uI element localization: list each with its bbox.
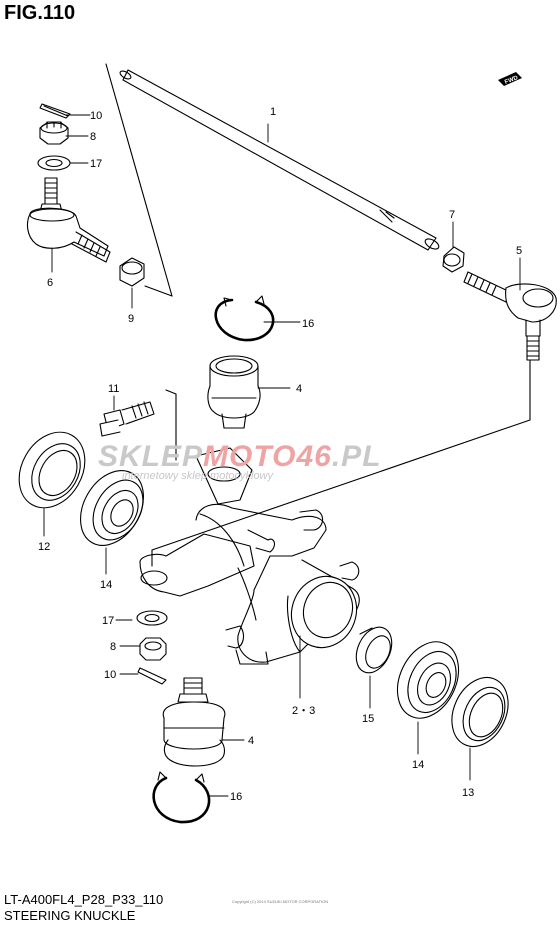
circlip-lower — [152, 771, 211, 824]
steering-knuckle — [139, 447, 360, 665]
watermark-highlight: MOTO46 — [203, 440, 332, 473]
leader-lines — [43, 114, 521, 797]
callout-numbers: 1 2・3 4 4 5 6 7 8 8 9 10 10 11 12 13 14 … — [38, 106, 522, 803]
castle-nut-lower — [139, 637, 167, 661]
callout-5: 5 — [516, 245, 522, 257]
tie-rod-lock-nut — [442, 246, 465, 273]
tie-rod-end-left — [26, 177, 111, 263]
callout-14-right: 14 — [412, 759, 424, 771]
ball-joint-lower — [162, 677, 226, 767]
callout-6: 6 — [47, 277, 53, 289]
callout-10-top: 10 — [90, 110, 102, 122]
callout-8-lower: 8 — [110, 641, 116, 653]
callout-1: 1 — [270, 106, 276, 118]
callout-17-top: 17 — [90, 158, 102, 170]
wheel-bearing-left — [80, 470, 144, 546]
callout-4-lower: 4 — [248, 735, 254, 747]
oil-seal-left — [18, 431, 86, 509]
cotter-pin-top — [39, 103, 71, 119]
tie-rod-end-nut — [119, 257, 145, 287]
wheel-bearing-right — [396, 641, 460, 719]
figure-name: STEERING KNUCKLE — [4, 908, 136, 923]
callout-7: 7 — [449, 209, 455, 221]
callout-10-lower: 10 — [104, 669, 116, 681]
callout-9: 9 — [128, 313, 134, 325]
callout-11: 11 — [108, 383, 119, 395]
bearing-spacer — [355, 626, 393, 674]
assembly-bracket-line — [105, 63, 173, 297]
forward-direction-badge: FWD — [498, 72, 522, 86]
washer-lower — [136, 610, 168, 626]
copyright-note: Copyright (C) 2014 SUZUKI MOTOR CORPORAT… — [232, 899, 329, 904]
callout-12: 12 — [38, 541, 50, 553]
washer-top — [37, 155, 71, 171]
callout-16-lower: 16 — [230, 791, 242, 803]
fwd-label: FWD — [504, 75, 520, 86]
castle-nut-top — [39, 121, 69, 145]
guide-line — [151, 419, 531, 551]
callout-14-left: 14 — [100, 579, 112, 591]
watermark-prefix: SKLEP — [98, 440, 204, 473]
callout-8-top: 8 — [90, 131, 96, 143]
guide-line — [165, 389, 177, 395]
tie-rod-end-right — [463, 271, 557, 361]
callout-13: 13 — [462, 787, 474, 799]
watermark-logo: SKLEPMOTO46.PL — [98, 440, 382, 474]
ball-joint-top — [207, 355, 261, 429]
callout-16-top: 16 — [302, 318, 314, 330]
callout-4-top: 4 — [296, 383, 302, 395]
callout-17-lower: 17 — [102, 615, 114, 627]
cotter-pin-lower — [137, 667, 167, 685]
callout-2-3: 2・3 — [292, 705, 315, 717]
assembly-bracket-line — [144, 285, 173, 297]
circlip-top — [214, 295, 275, 342]
figure-number: FIG.110 — [4, 2, 76, 24]
knuckle-bolt — [99, 401, 155, 437]
callout-15: 15 — [362, 713, 374, 725]
model-code: LT-A400FL4_P28_P33_110 — [4, 892, 164, 907]
watermark-suffix: .PL — [331, 440, 382, 473]
watermark-tagline: internetowy sklep motocyklowy — [122, 470, 274, 482]
tie-rod — [119, 69, 440, 251]
oil-seal-right — [451, 677, 509, 747]
